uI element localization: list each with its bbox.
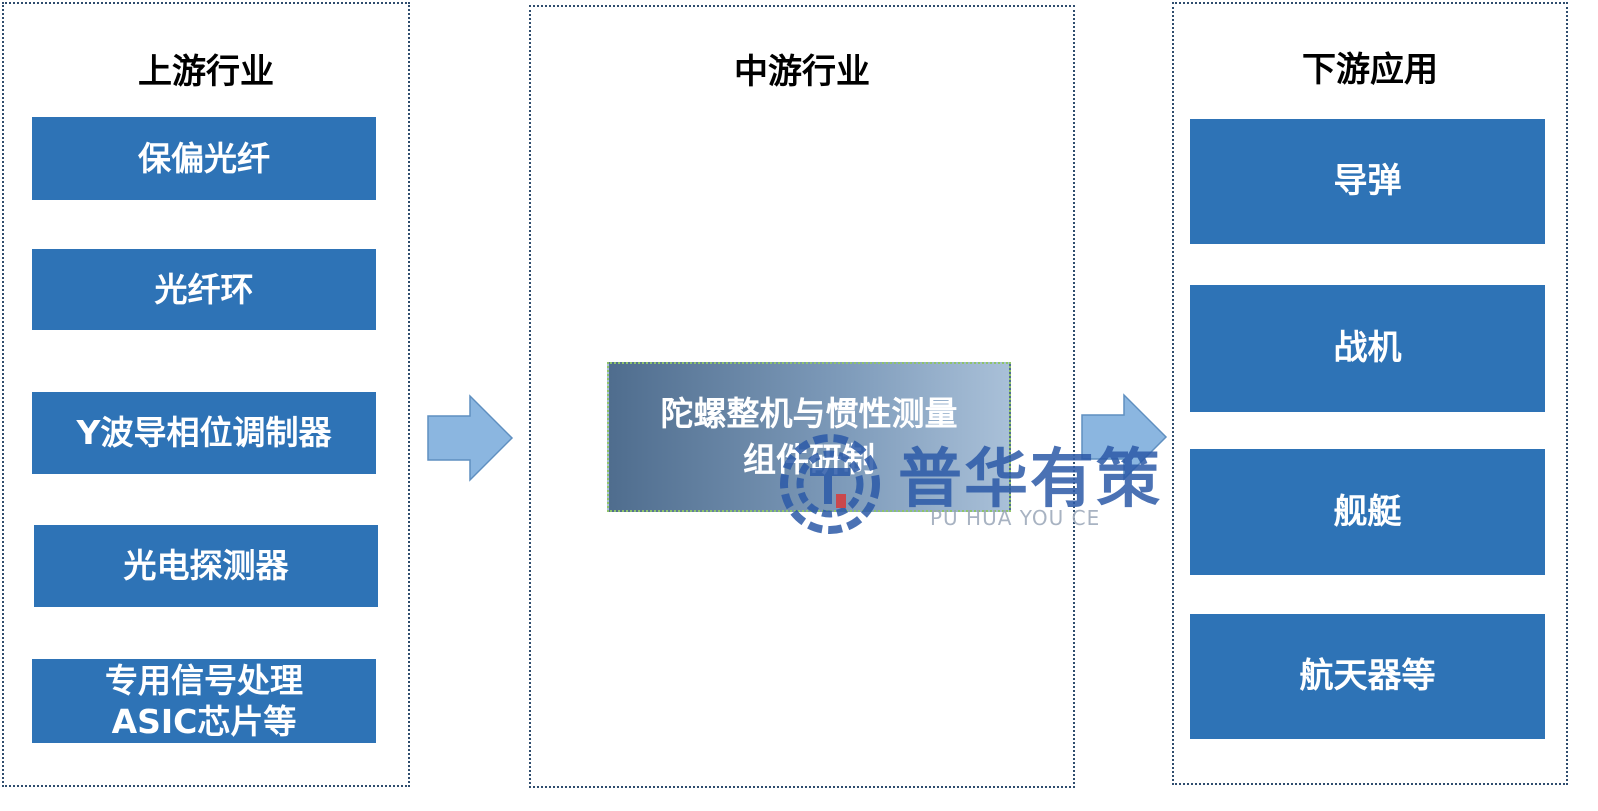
downstream-item-label: 航天器等 — [1299, 656, 1436, 697]
upstream-item-asic: 专用信号处理 ASIC芯片等 — [32, 659, 376, 743]
watermark-pinyin: PU HUA YOU CE — [930, 506, 1101, 530]
downstream-panel: 下游应用 — [1172, 2, 1568, 785]
upstream-item-label: 光纤环 — [154, 269, 254, 309]
downstream-title: 下游应用 — [1302, 50, 1438, 90]
upstream-item-label: 光电探测器 — [123, 546, 289, 586]
upstream-title: 上游行业 — [138, 52, 274, 92]
downstream-item-fighter: 战机 — [1190, 285, 1545, 412]
watermark-logo: 普华有策 PU HUA YOU CE — [780, 428, 1160, 538]
midstream-panel: 中游行业 — [529, 5, 1075, 788]
upstream-item-label-line1: 专用信号处理 — [105, 660, 303, 700]
upstream-item-label-line2: ASIC芯片等 — [111, 702, 297, 741]
upstream-item-fiber-ring: 光纤环 — [32, 249, 376, 330]
midstream-title: 中游行业 — [734, 52, 870, 92]
upstream-item-y-waveguide: Y波导相位调制器 — [32, 392, 376, 474]
downstream-item-label: 导弹 — [1333, 161, 1402, 202]
downstream-item-spacecraft: 航天器等 — [1190, 614, 1545, 739]
upstream-item-label: 保偏光纤 — [138, 138, 270, 178]
downstream-item-warship: 舰艇 — [1190, 449, 1545, 575]
midstream-box-line1: 陀螺整机与惯性测量 — [660, 393, 958, 433]
watermark-chinese: 普华有策 — [898, 443, 1162, 517]
upstream-item-polarization-fiber: 保偏光纤 — [32, 117, 376, 200]
downstream-item-label: 战机 — [1333, 328, 1402, 369]
downstream-item-missile: 导弹 — [1190, 119, 1545, 244]
arrow-right-icon — [1081, 393, 1168, 481]
arrow-right-icon — [427, 394, 514, 482]
downstream-item-label: 舰艇 — [1333, 491, 1402, 532]
upstream-panel: 上游行业 — [2, 2, 410, 787]
upstream-item-photodetector: 光电探测器 — [34, 525, 378, 607]
midstream-gyro-box: 陀螺整机与惯性测量 组件研制 — [607, 362, 1011, 512]
upstream-item-label: Y波导相位调制器 — [76, 413, 332, 453]
logo-emblem-icon — [780, 434, 880, 534]
